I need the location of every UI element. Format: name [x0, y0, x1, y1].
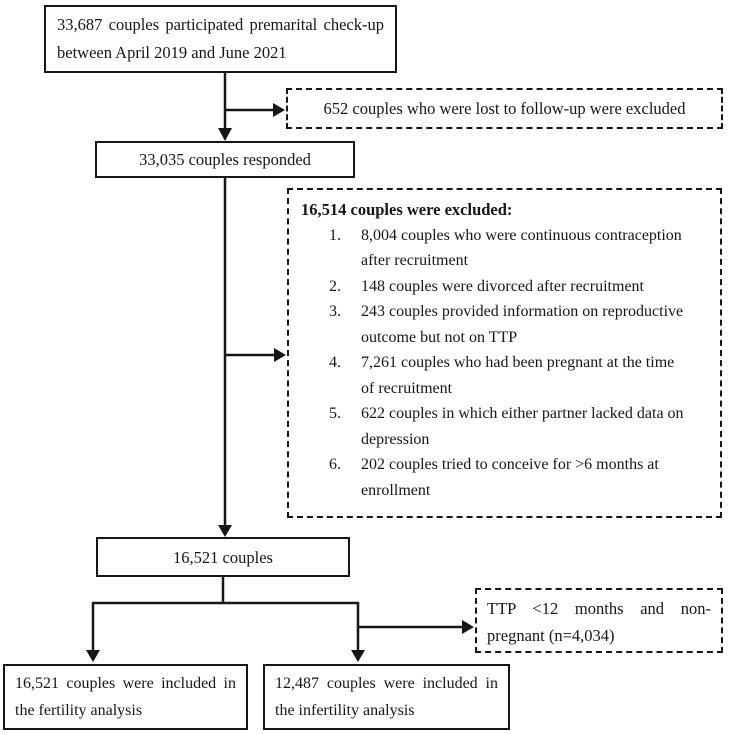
excluded-item: 4. 7,261 couples who had been pregnant a…	[329, 350, 691, 401]
box-ttp-nonpregnant: TTP <12 months and non-pregnant (n=4,034…	[475, 588, 723, 653]
excluded-item-number: 1.	[329, 226, 341, 244]
box-participated: 33,687 couples participated premarital c…	[44, 5, 397, 73]
arrowhead-down-16521-icon	[218, 525, 232, 537]
box-lost-followup: 652 couples who were lost to follow-up w…	[286, 88, 723, 129]
arrowhead-right-ttp-icon	[462, 620, 474, 634]
box-infertility-analysis: 12,487 couples were included in the infe…	[263, 664, 510, 730]
excluded-item-text: 7,261 couples who had been pregnant at t…	[361, 354, 675, 397]
excluded-item-text: 148 couples were divorced after recruitm…	[361, 277, 644, 295]
excluded-item: 6. 202 couples tried to conceive for >6 …	[329, 452, 691, 503]
excluded-item-number: 5.	[329, 405, 341, 422]
excluded-item-number: 4.	[329, 354, 341, 371]
excluded-header: 16,514 couples were excluded:	[301, 200, 513, 219]
box-responded: 33,035 couples responded	[95, 141, 355, 178]
excluded-item-text: 622 couples in which either partner lack…	[361, 405, 684, 448]
arrowhead-down-infertility-icon	[351, 650, 365, 662]
excluded-item-number: 2.	[329, 277, 341, 295]
excluded-item: 2. 148 couples were divorced after recru…	[329, 274, 691, 300]
excluded-item-text: 8,004 couples who were continuous contra…	[361, 226, 682, 270]
box-excluded: 16,514 couples were excluded: 1. 8,004 c…	[287, 188, 722, 518]
excluded-item-text: 243 couples provided information on repr…	[361, 303, 684, 346]
arrowhead-down-responded-icon	[218, 128, 232, 141]
excluded-item-number: 6.	[329, 456, 341, 473]
arrowhead-right-excluded-icon	[274, 348, 286, 362]
box-16521-couples: 16,521 couples	[96, 537, 350, 577]
excluded-item-number: 3.	[329, 303, 341, 320]
arrowhead-down-fertility-icon	[86, 650, 100, 662]
box-fertility-analysis: 16,521 couples were included in the fert…	[3, 664, 248, 730]
excluded-item: 1. 8,004 couples who were continuous con…	[329, 223, 691, 274]
excluded-item: 5. 622 couples in which either partner l…	[329, 401, 691, 452]
excluded-item: 3. 243 couples provided information on r…	[329, 299, 691, 350]
excluded-item-text: 202 couples tried to conceive for >6 mon…	[361, 456, 659, 499]
arrowhead-right-lost-followup-icon	[273, 103, 285, 117]
